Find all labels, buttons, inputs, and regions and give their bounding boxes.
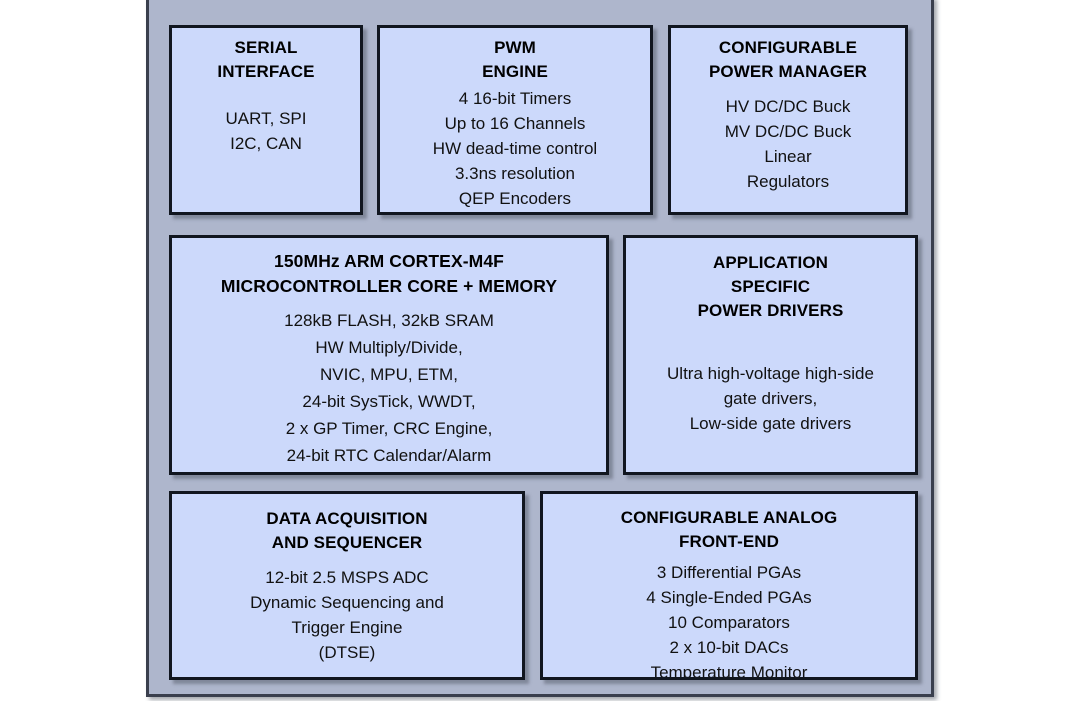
block-configurable-power-manager-body: HV DC/DC Buck MV DC/DC Buck Linear Regul… (724, 97, 852, 191)
block-application-specific-power-drivers[interactable]: APPLICATION SPECIFIC POWER DRIVERS Ultra… (623, 235, 918, 475)
block-microcontroller-core-body: 128kB FLASH, 32kB SRAM HW Multiply/Divid… (284, 311, 494, 465)
block-data-acquisition-and-sequencer-title: DATA ACQUISITION AND SEQUENCER (266, 509, 428, 552)
block-microcontroller-core-title: 150MHz ARM CORTEX-M4F MICROCONTROLLER CO… (220, 251, 558, 296)
block-data-acquisition-and-sequencer-body: 12-bit 2.5 MSPS ADC Dynamic Sequencing a… (250, 568, 444, 662)
block-serial-interface[interactable]: SERIAL INTERFACE UART, SPI I2C, CAN (169, 25, 363, 215)
block-configurable-analog-front-end[interactable]: CONFIGURABLE ANALOG FRONT-END 3 Differen… (540, 491, 918, 680)
block-application-specific-power-drivers-body: Ultra high-voltage high-side gate driver… (667, 364, 874, 433)
block-configurable-analog-front-end-body: 3 Differential PGAs 4 Single-Ended PGAs … (646, 563, 812, 680)
block-pwm-engine-title: PWM ENGINE (482, 38, 548, 81)
block-configurable-power-manager-title: CONFIGURABLE POWER MANAGER (708, 38, 868, 81)
block-microcontroller-core[interactable]: 150MHz ARM CORTEX-M4F MICROCONTROLLER CO… (169, 235, 609, 475)
block-pwm-engine-body: 4 16-bit Timers Up to 16 Channels HW dea… (432, 89, 598, 208)
block-configurable-analog-front-end-title: CONFIGURABLE ANALOG FRONT-END (620, 508, 838, 551)
chip-outer-container: SERIAL INTERFACE UART, SPI I2C, CAN PWM … (146, 0, 934, 697)
block-pwm-engine[interactable]: PWM ENGINE 4 16-bit Timers Up to 16 Chan… (377, 25, 653, 215)
block-configurable-power-manager[interactable]: CONFIGURABLE POWER MANAGER HV DC/DC Buck… (668, 25, 908, 215)
block-serial-interface-title: SERIAL INTERFACE (217, 38, 315, 81)
block-application-specific-power-drivers-title: APPLICATION SPECIFIC POWER DRIVERS (697, 253, 844, 320)
block-serial-interface-body: UART, SPI I2C, CAN (225, 109, 307, 153)
block-grid: SERIAL INTERFACE UART, SPI I2C, CAN PWM … (149, 0, 931, 694)
block-data-acquisition-and-sequencer[interactable]: DATA ACQUISITION AND SEQUENCER 12-bit 2.… (169, 491, 525, 680)
